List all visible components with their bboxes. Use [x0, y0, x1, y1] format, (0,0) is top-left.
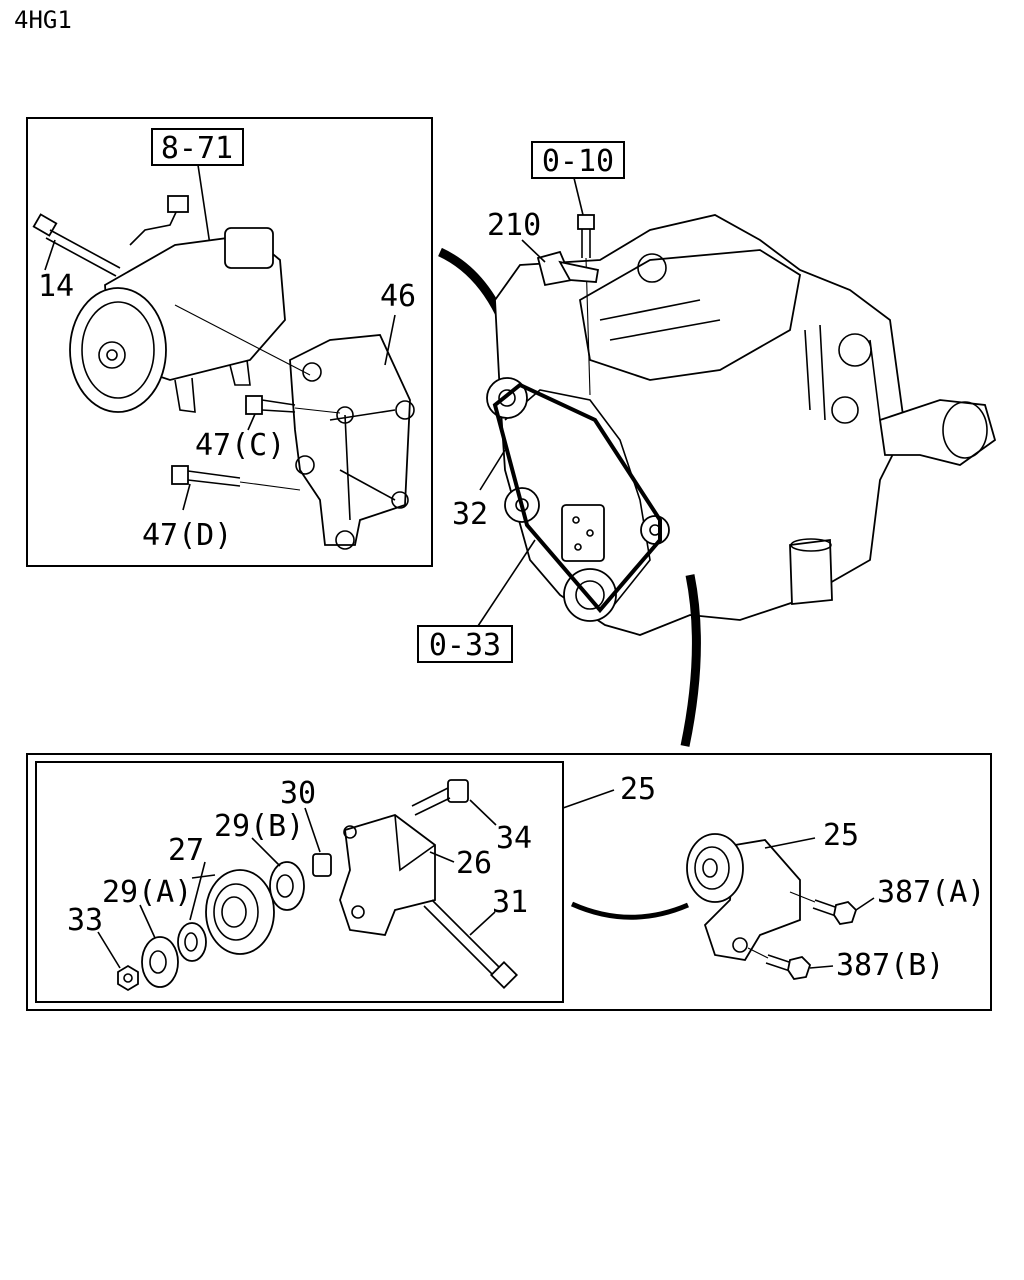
- nut-33[interactable]: [117, 964, 139, 992]
- pointer-exploded-to-assembly: [570, 901, 689, 920]
- leader-387a: [855, 897, 875, 911]
- leader-387b: [809, 965, 834, 969]
- tensioner-bracket-26[interactable]: [339, 814, 436, 936]
- sensor-210[interactable]: [536, 250, 600, 287]
- leader-25-assy: [764, 837, 816, 849]
- leader-0-10: [573, 177, 584, 216]
- ac-compressor[interactable]: [69, 195, 286, 413]
- leader-34: [469, 799, 497, 826]
- leader-210: [521, 239, 546, 263]
- compressor-inset-frame: [26, 117, 433, 567]
- ref-box-8-71[interactable]: 8-71: [151, 128, 244, 166]
- leader-31: [469, 911, 496, 936]
- tensioner-assembly-25[interactable]: [686, 833, 801, 961]
- assembly-line-387b: [747, 947, 769, 959]
- pointer-engine-to-tensioner: [680, 574, 701, 747]
- leader-47d: [182, 483, 191, 511]
- leader-27-b: [191, 874, 216, 879]
- leader-29b: [251, 837, 281, 867]
- callout-46: 46: [380, 279, 416, 314]
- callout-30: 30: [280, 776, 316, 811]
- assembly-line-47d: [239, 481, 301, 491]
- leader-30: [304, 807, 321, 853]
- bolt-31[interactable]: [423, 899, 519, 990]
- idler-pulley[interactable]: [205, 869, 275, 955]
- callout-31: 31: [492, 885, 528, 920]
- callout-210: 210: [487, 208, 541, 243]
- callout-33: 33: [67, 903, 103, 938]
- leader-25-group: [562, 789, 615, 809]
- plate-29b[interactable]: [269, 861, 305, 911]
- assembly-line-387a: [789, 891, 816, 903]
- ref-box-8-71-label: 8-71: [161, 131, 233, 166]
- leader-26: [429, 851, 455, 863]
- callout-14: 14: [38, 269, 74, 304]
- bolt-34[interactable]: [411, 779, 469, 816]
- callout-25-group: 25: [620, 772, 656, 807]
- bolt-387a[interactable]: [812, 899, 858, 925]
- leader-29a: [139, 904, 156, 939]
- leader-27: [189, 861, 206, 921]
- plate-29a[interactable]: [141, 936, 179, 988]
- callout-27: 27: [168, 833, 204, 868]
- bolt-47c[interactable]: [245, 395, 296, 415]
- leader-8-71: [197, 164, 211, 246]
- collar-30[interactable]: [312, 853, 332, 877]
- model-code: 4HG1: [14, 6, 72, 34]
- ref-box-0-10[interactable]: 0-10: [531, 141, 625, 179]
- tensioner-panel-frame: [26, 753, 992, 1011]
- ref-box-0-33-label: 0-33: [429, 628, 501, 663]
- leader-47c: [247, 413, 256, 431]
- assembly-line-compressor: [174, 304, 311, 376]
- leader-14: [44, 239, 56, 271]
- compressor-bracket-46[interactable]: [289, 334, 415, 550]
- callout-32: 32: [452, 497, 488, 532]
- leader-0-33: [477, 539, 536, 627]
- bearing-27[interactable]: [177, 922, 207, 962]
- callout-47c: 47(C): [195, 428, 285, 463]
- callout-47d: 47(D): [142, 518, 232, 553]
- callout-387b: 387(B): [836, 948, 944, 983]
- leader-33: [97, 931, 121, 969]
- drive-belt-32[interactable]: [492, 382, 662, 614]
- callout-34: 34: [496, 821, 532, 856]
- bolt-47d[interactable]: [171, 465, 241, 487]
- callout-25-assy: 25: [823, 818, 859, 853]
- callout-29a: 29(A): [102, 875, 192, 910]
- callout-26: 26: [456, 846, 492, 881]
- bolt-387b[interactable]: [765, 954, 812, 980]
- leader-46: [384, 314, 396, 366]
- callout-387a: 387(A): [877, 875, 985, 910]
- ref-box-0-10-label: 0-10: [542, 144, 614, 179]
- tensioner-exploded-frame: [35, 761, 564, 1003]
- ref-box-0-33[interactable]: 0-33: [417, 625, 513, 663]
- assembly-line-47c: [294, 407, 341, 414]
- callout-29b: 29(B): [214, 809, 304, 844]
- leader-32: [479, 449, 506, 491]
- bolt-14[interactable]: [32, 213, 121, 277]
- engine-block[interactable]: [486, 214, 997, 636]
- bolt-0-10[interactable]: [577, 214, 595, 258]
